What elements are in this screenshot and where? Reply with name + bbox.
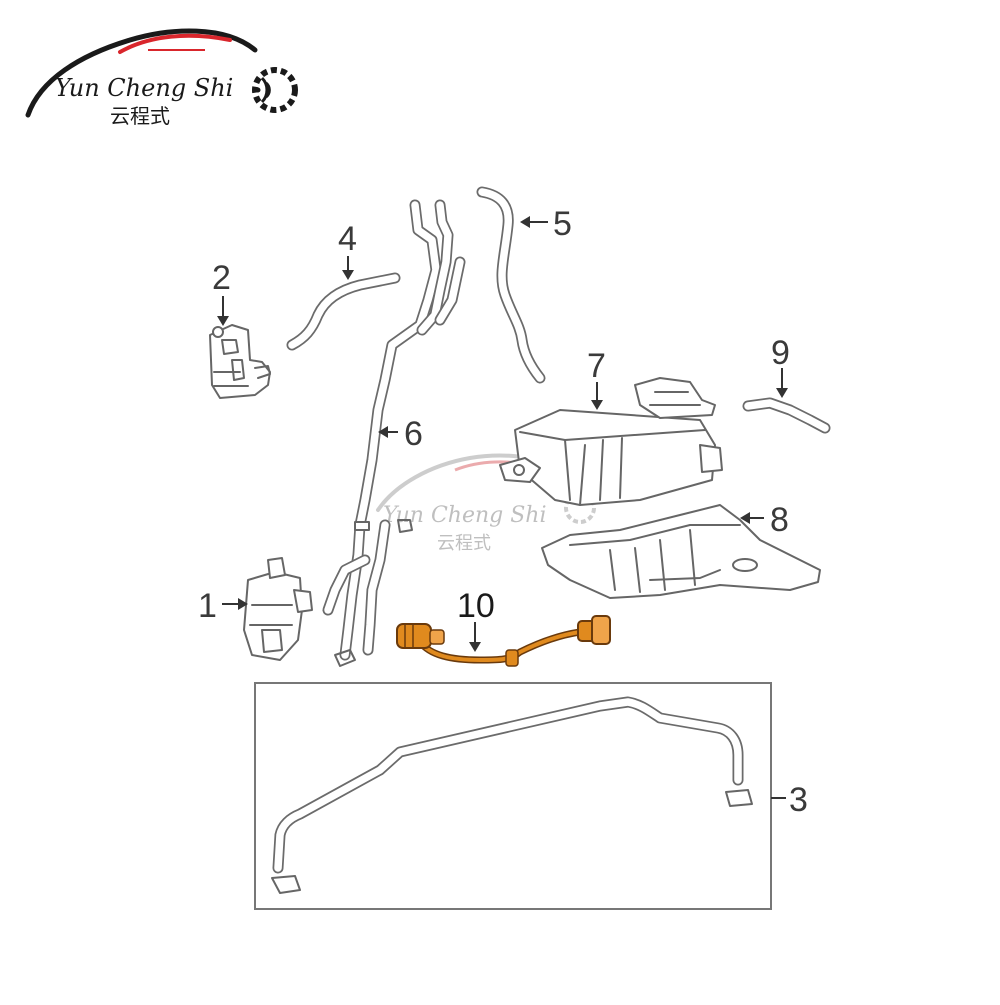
callout-6: 6 [404,415,423,453]
part-8-bracket [541,504,821,599]
part-5-hose [476,186,546,384]
part-2-valve [209,324,271,399]
logo-brand-chinese: 云程式 [110,104,170,128]
part-9-hose [742,397,831,434]
watermark-brand-latin: Yun Cheng Shi [383,503,547,528]
gear-icon [252,67,298,113]
callout-8: 8 [770,501,789,539]
callout-3: 3 [789,781,808,819]
part-4-hose [286,272,401,351]
logo-brand-latin: Yun Cheng Shi [55,74,233,102]
brand-logo: Yun Cheng Shi 云程式 [25,28,298,128]
callout-1: 1 [198,587,217,625]
callout-9: 9 [771,334,790,372]
part-1-valve [243,557,313,661]
watermark: Yun Cheng Shi 云程式 [376,453,596,554]
part-6-hose-assembly [322,199,466,667]
callout-7: 7 [587,347,606,385]
callout-5: 5 [553,205,572,243]
callout-2: 2 [212,259,231,297]
part-10-sensor [396,615,611,667]
part-3-box [254,682,772,910]
callout-4: 4 [338,220,357,258]
logo-car-roof-line [25,28,258,118]
leader-lines [217,216,788,799]
logo-car-accent-line [118,33,232,54]
part-7-canister [499,377,723,506]
watermark-brand-chinese: 云程式 [437,533,491,554]
callout-10: 10 [457,587,495,625]
callout-labels: 2 4 5 6 7 8 9 1 10 3 [198,205,808,819]
